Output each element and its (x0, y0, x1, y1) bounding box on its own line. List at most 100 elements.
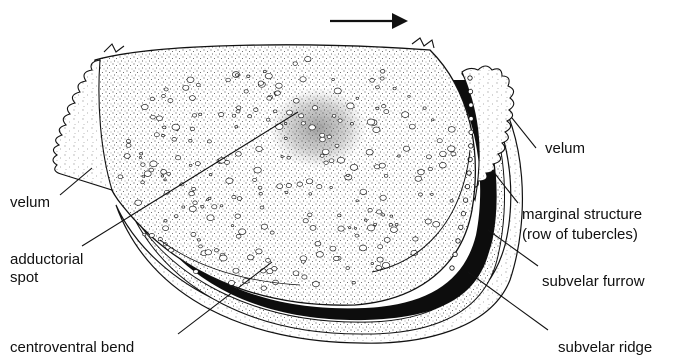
surface-pit (192, 187, 196, 190)
surface-pit (320, 154, 324, 157)
surface-pit (334, 256, 340, 260)
surface-pit (142, 175, 145, 177)
surface-pit (253, 178, 257, 181)
surface-pit (384, 238, 390, 243)
surface-pit (309, 193, 312, 195)
surface-pit (448, 127, 455, 133)
surface-pit (233, 268, 239, 273)
surface-pit (302, 275, 307, 279)
surface-pit (267, 269, 273, 274)
surface-pit (286, 183, 291, 187)
surface-pit (118, 175, 123, 179)
surface-pit (247, 255, 253, 260)
label-subvelar-ridge: subvelar ridge (558, 339, 652, 356)
surface-pit (254, 108, 258, 112)
surface-pit (275, 91, 281, 95)
surface-pit (384, 110, 389, 114)
surface-pit (236, 152, 242, 157)
marginal-tubercle (450, 266, 454, 270)
surface-pit (315, 241, 321, 246)
surface-pit (373, 127, 380, 133)
surface-pit (189, 191, 195, 195)
surface-pit (317, 185, 322, 189)
surface-pit (398, 155, 401, 157)
surface-pit (189, 164, 192, 166)
surface-pit (440, 151, 447, 156)
surface-pit (161, 175, 164, 177)
surface-pit (433, 222, 440, 228)
surface-pit (347, 103, 354, 109)
surface-pit (195, 162, 200, 166)
surface-pit (126, 144, 131, 148)
marginal-tubercle (461, 212, 465, 216)
surface-pit (182, 206, 185, 208)
surface-pit (277, 184, 283, 189)
surface-pit (196, 83, 200, 86)
surface-pit (300, 77, 306, 82)
surface-pit (367, 119, 375, 125)
surface-pit (276, 83, 283, 88)
surface-pit (384, 174, 388, 177)
surface-pit (150, 97, 154, 101)
surface-pit (332, 78, 335, 80)
surface-pit (354, 227, 356, 229)
marginal-tubercle (453, 252, 457, 256)
surface-pit (263, 70, 266, 72)
surface-pit (150, 161, 157, 167)
surface-pit (322, 149, 329, 154)
surface-pit (284, 137, 287, 139)
surface-pit (347, 174, 350, 176)
surface-pit (237, 197, 242, 201)
surface-pit (237, 106, 241, 110)
surface-pit (451, 152, 456, 156)
surface-pit (310, 226, 316, 231)
surface-pit (415, 176, 422, 181)
surface-pit (247, 75, 250, 78)
marginal-tubercle (469, 117, 473, 121)
surface-pit (287, 156, 291, 159)
marginal-tubercle (459, 225, 463, 229)
surface-pit (226, 178, 233, 184)
surface-pit (209, 174, 212, 176)
surface-pit (163, 126, 166, 129)
surface-pit (293, 271, 299, 276)
surface-pit (258, 81, 263, 85)
surface-pit (418, 193, 422, 196)
surface-pit (376, 107, 379, 110)
surface-pit (199, 113, 202, 116)
surface-pit (368, 208, 372, 212)
surface-pit (243, 279, 249, 284)
surface-pit (327, 135, 331, 138)
surface-pit (393, 87, 396, 90)
surface-pit (151, 115, 156, 119)
surface-pit (261, 224, 267, 229)
marginal-tubercle (469, 103, 473, 107)
marginal-tubercle (467, 171, 471, 175)
surface-pit (248, 115, 252, 118)
surface-pit (330, 186, 333, 188)
surface-pit (382, 214, 385, 216)
surface-pit (161, 170, 167, 175)
surface-pit (172, 124, 180, 130)
surface-pit (232, 195, 236, 198)
surface-pit (141, 181, 145, 184)
surface-pit (190, 127, 194, 131)
surface-pit (309, 125, 316, 130)
surface-pit (402, 112, 409, 118)
surface-pit (313, 281, 320, 286)
surface-pit (380, 77, 384, 80)
surface-pit (260, 206, 264, 209)
surface-pit (439, 162, 446, 168)
surface-pit (284, 122, 287, 124)
surface-pit (214, 249, 218, 252)
surface-pit (207, 140, 211, 143)
marginal-tubercle (468, 89, 472, 93)
surface-pit (197, 239, 200, 241)
surface-pit (382, 105, 386, 108)
surface-pit (390, 215, 393, 217)
surface-pit (168, 99, 173, 103)
surface-pit (367, 225, 374, 231)
label-spot: spot (10, 269, 39, 286)
surface-pit (193, 201, 197, 205)
surface-pit (418, 169, 425, 174)
